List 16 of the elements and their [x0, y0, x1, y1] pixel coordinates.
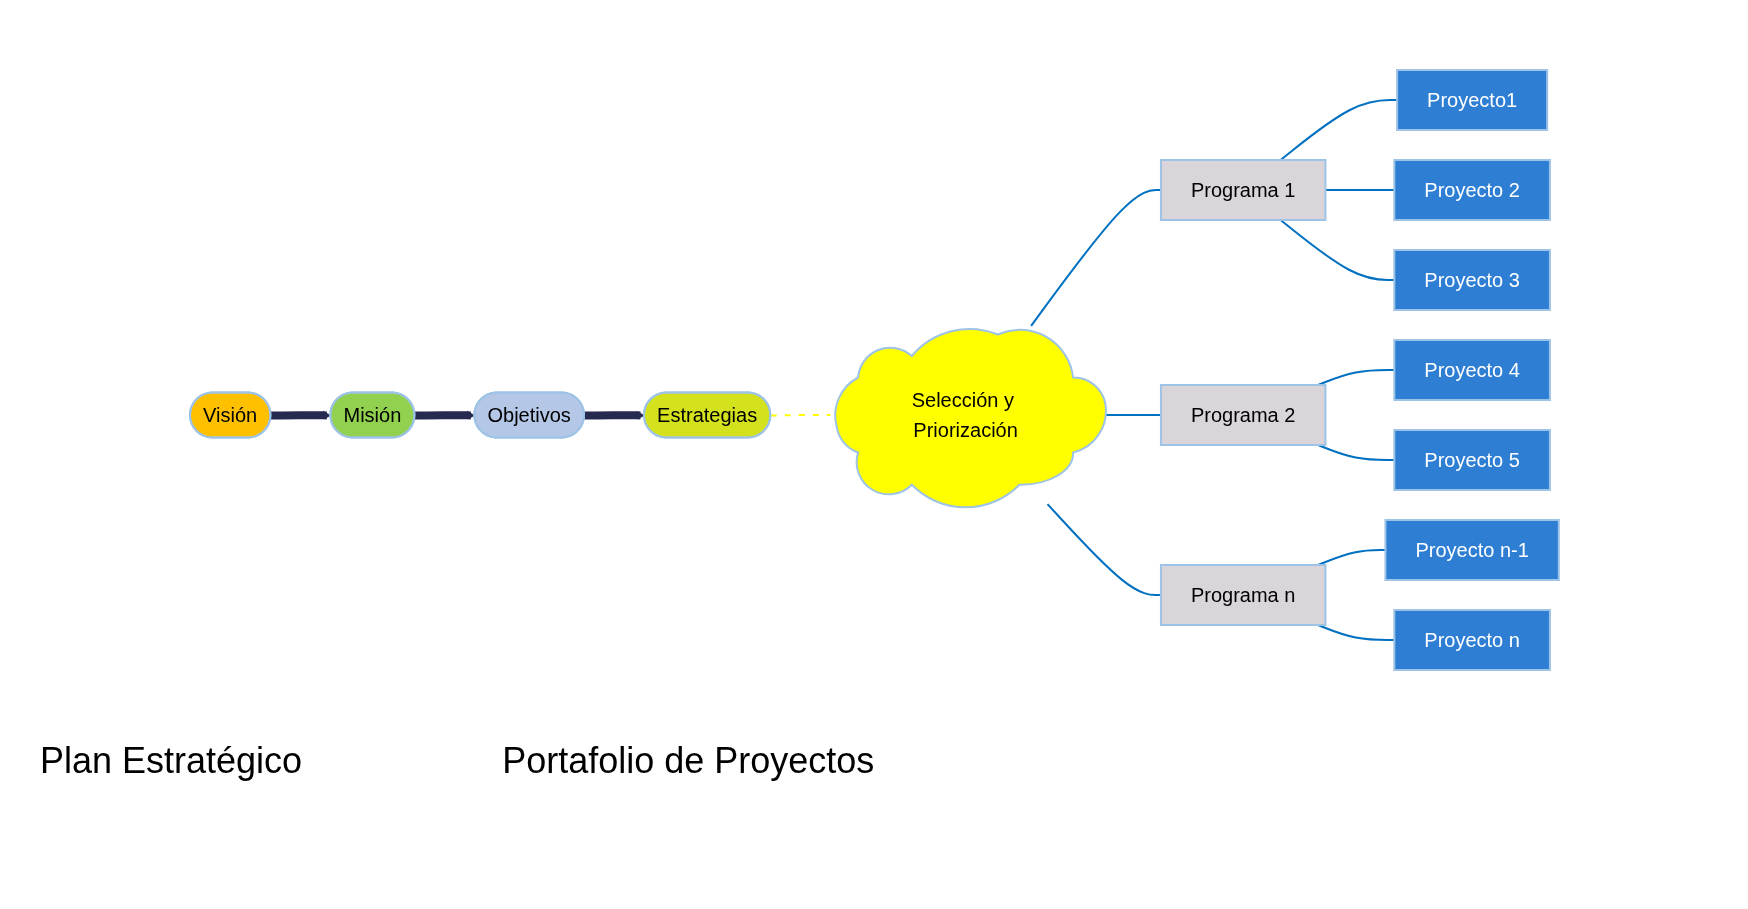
node-box: Programa n: [1159, 564, 1326, 626]
node-box: Proyecto 3: [1392, 249, 1551, 311]
arrow: [270, 410, 331, 420]
node-box: Proyecto1: [1395, 69, 1548, 131]
node-box: Proyecto n-1: [1384, 519, 1560, 581]
arrow: [414, 410, 475, 420]
caption-text: Plan Estratégico: [40, 740, 303, 782]
caption-text: Portafolio de Proyectos: [502, 740, 875, 782]
node-box: Proyecto 4: [1392, 339, 1551, 401]
node-box: Proyecto n: [1392, 609, 1551, 671]
arrow: [584, 410, 645, 420]
connector: [769, 414, 831, 417]
node-box: Programa 1: [1159, 159, 1326, 221]
node-box: Programa 2: [1159, 384, 1326, 446]
node-box: Proyecto 5: [1392, 429, 1551, 491]
node-box: Proyecto 2: [1392, 159, 1551, 221]
